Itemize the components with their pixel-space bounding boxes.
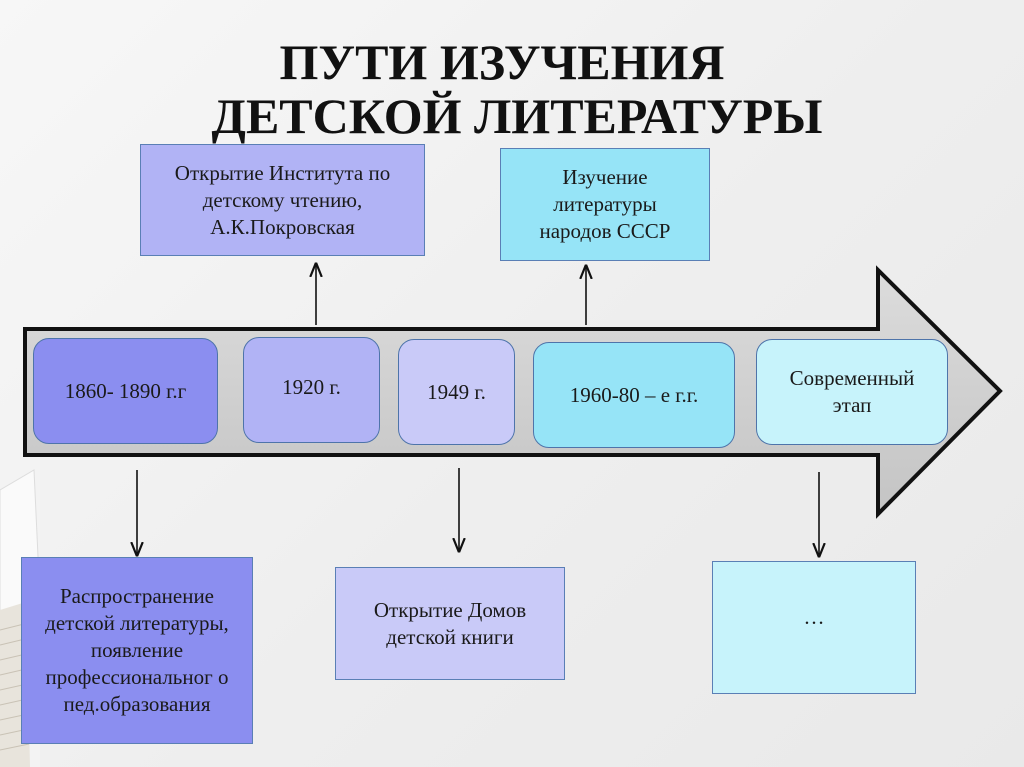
box-childrens-book-houses: Открытие Домов детской книги (335, 567, 565, 680)
box-institute-opening-text: Открытие Института по детскому чтению, А… (174, 160, 391, 239)
box-spread-literature-text: Распространение детской литературы, появ… (45, 584, 229, 716)
period-1920: 1920 г. (243, 337, 380, 443)
period-modern: Современный этап (756, 339, 948, 445)
box-childrens-book-houses-text: Открытие Домов детской книги (373, 597, 527, 649)
period-1860-1890: 1860- 1890 г.г (33, 338, 218, 444)
period-1949-label: 1949 г. (427, 379, 486, 404)
box-ussr-literature: Изучение литературы народов СССР (500, 148, 710, 261)
page-title-line-1: ПУТИ ИЗУЧЕНИЯ (279, 34, 725, 90)
period-1960-80-label: 1960-80 – е г.г. (569, 382, 699, 407)
box-ussr-literature-text: Изучение литературы народов СССР (539, 165, 671, 243)
period-1960-80: 1960-80 – е г.г. (533, 342, 735, 448)
period-1920-label: 1920 г. (282, 374, 341, 399)
box-spread-literature: Распространение детской литературы, появ… (21, 557, 253, 744)
page-title-line-2: ДЕТСКОЙ ЛИТЕРАТУРЫ (211, 88, 823, 144)
period-modern-label: Современный этап (789, 366, 915, 417)
period-1860-1890-label: 1860- 1890 г.г (64, 378, 187, 403)
box-modern-placeholder-text: … (803, 605, 825, 629)
box-institute-opening: Открытие Института по детскому чтению, А… (140, 144, 425, 256)
period-1949: 1949 г. (398, 339, 515, 445)
box-modern-placeholder: … (712, 561, 916, 694)
